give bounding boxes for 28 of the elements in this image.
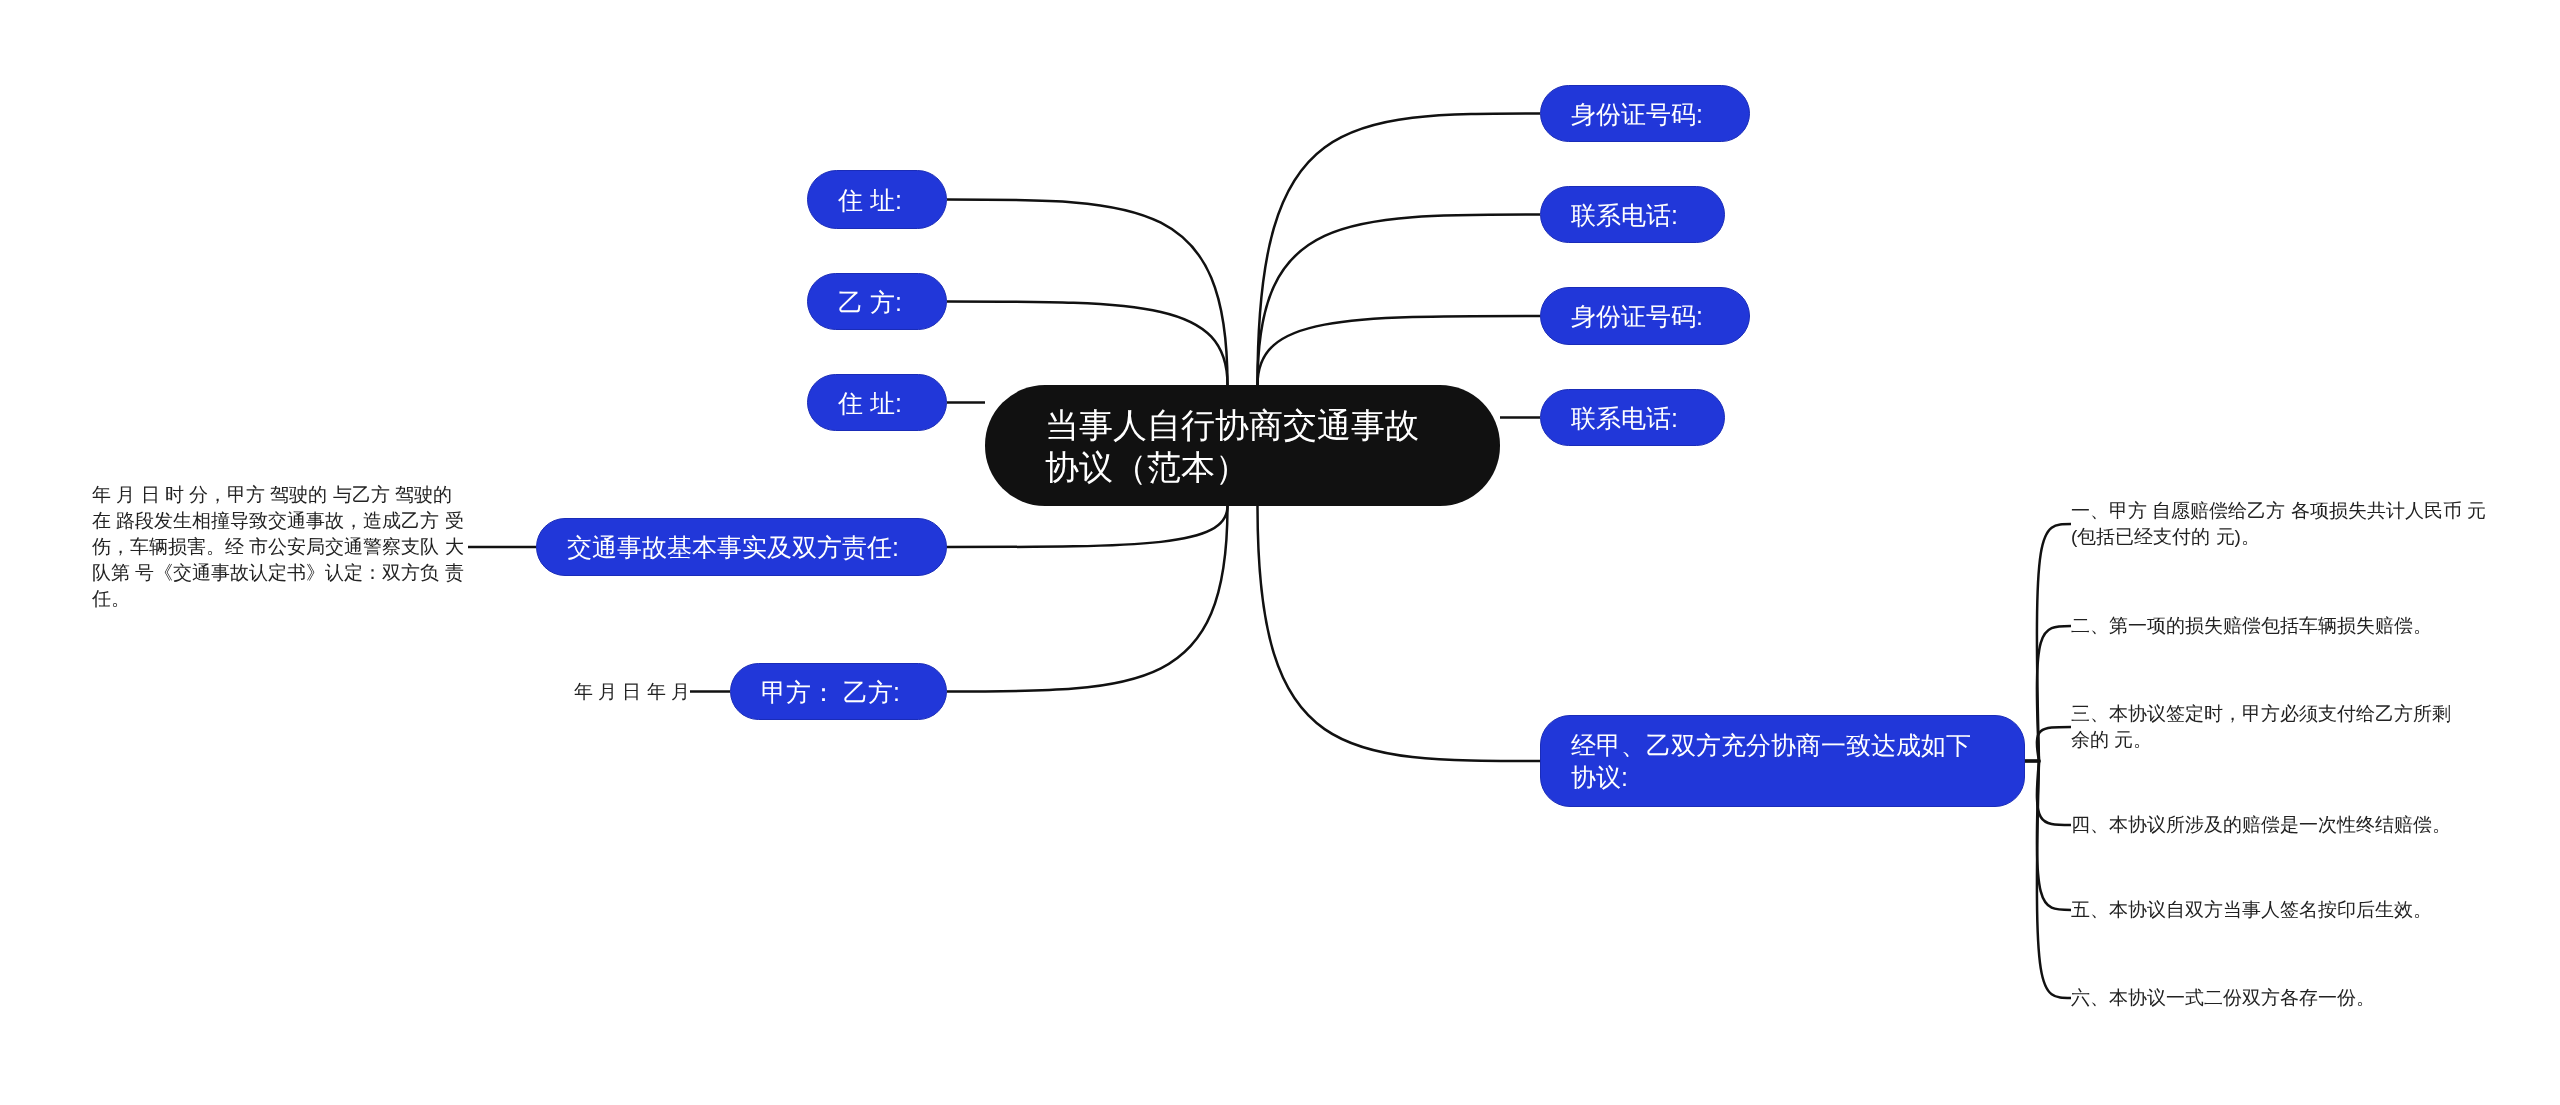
connector-line [468,545,536,549]
topic-pill: 乙 方: [807,273,947,330]
central-topic: 当事人自行协商交通事故协议（范本） [985,385,1500,506]
topic-pill: 联系电话: [1540,389,1725,446]
topic-pill: 经甲、乙双方充分协商一致达成如下协议: [1540,715,2025,807]
connector-line [947,300,1229,386]
connector-line [947,401,985,404]
connector-line [1256,505,1540,763]
note-text: 六、本协议一式二份双方各存一份。 [2071,984,2511,1012]
connector-line [690,690,730,693]
topic-pill: 身份证号码: [1540,85,1750,142]
connector-line [1256,314,1540,386]
topic-pill: 联系电话: [1540,186,1725,243]
connector-line [947,505,1229,693]
note-text: 四、本协议所涉及的赔偿是一次性终结赔偿。 [2071,811,2511,839]
topic-pill: 住 址: [807,374,947,431]
connector-line [2025,759,2072,1000]
note-text: 二、第一项的损失赔偿包括车辆损失赔偿。 [2071,612,2511,640]
note-text: 五、本协议自双方当事人签名按印后生效。 [2071,896,2511,924]
note-text: 三、本协议签定时，甲方必须支付给乙方所剩余的 元。 [2071,700,2457,754]
topic-pill: 甲方： 乙方: [730,663,947,720]
note-text: 一、甲方 自愿赔偿给乙方 各项损失共计人民币 元(包括已经支付的 元)。 [2071,497,2511,551]
topic-pill: 身份证号码: [1540,287,1750,345]
note-text: 年 月 日 年 月 [556,678,690,705]
note-text: 年 月 日 时 分，甲方 驾驶的 与乙方 驾驶的在 路段发生相撞导致交通事故，造成乙方 受伤，车辆损害。经 市公安局交通警察支队 大队第 号《交通事故认定书》认定：双方负 责任。 [92,480,468,614]
topic-pill: 住 址: [807,170,947,229]
connector-line [1500,416,1540,419]
topic-pill: 交通事故基本事实及双方责任: [536,518,947,576]
